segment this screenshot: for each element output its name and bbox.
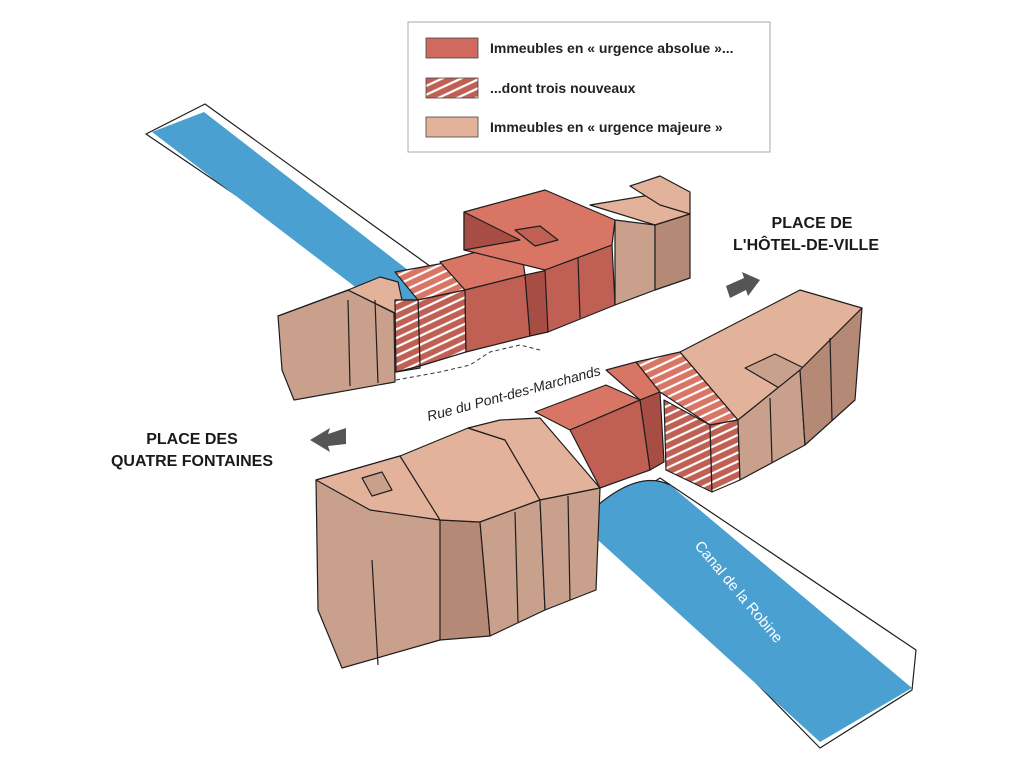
legend-label-major: Immeubles en « urgence majeure » bbox=[490, 119, 723, 135]
south-block bbox=[315, 289, 863, 669]
label-place-hotel-de-ville: PLACE DE L'HÔTEL-DE-VILLE bbox=[733, 215, 879, 254]
place-fontaines-line-1: PLACE DES bbox=[146, 431, 238, 448]
legend-swatch-hatched-red bbox=[425, 77, 479, 99]
label-place-quatre-fontaines: PLACE DES QUATRE FONTAINES bbox=[111, 431, 273, 470]
arrow-right-icon bbox=[726, 272, 760, 298]
place-hotel-line-2: L'HÔTEL-DE-VILLE bbox=[733, 235, 879, 254]
place-hotel-line-1: PLACE DE bbox=[772, 215, 853, 232]
legend-swatch-solid-red bbox=[425, 37, 479, 59]
legend-label-new: ...dont trois nouveaux bbox=[490, 80, 636, 96]
place-fontaines-line-2: QUATRE FONTAINES bbox=[111, 453, 273, 470]
canal-lower bbox=[595, 477, 917, 749]
arrow-left-icon bbox=[310, 428, 346, 452]
legend-swatch-solid-beige bbox=[425, 116, 479, 138]
north-block bbox=[277, 175, 691, 401]
legend-label-absolute: Immeubles en « urgence absolue »... bbox=[490, 40, 734, 56]
legend: Immeubles en « urgence absolue »... ...d… bbox=[407, 21, 771, 153]
